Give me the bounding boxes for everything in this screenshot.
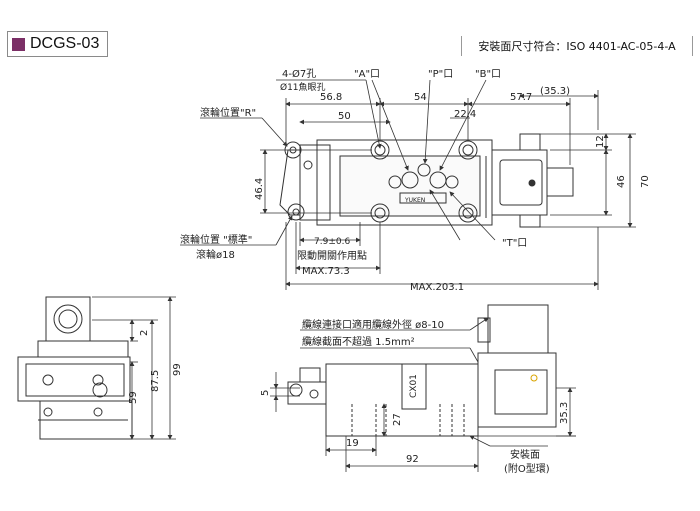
port-p-label: "P"口 [428, 69, 453, 80]
side-view [17, 296, 133, 440]
port-icon [445, 175, 459, 189]
dim-54: 54 [414, 92, 427, 103]
front-body-label: CX01 [409, 374, 419, 398]
dim-70: 70 [640, 175, 651, 188]
mount-face-label: 安裝面 [510, 448, 540, 461]
front-solenoid [477, 352, 557, 428]
roller-diameter-label: 滾輪ø18 [196, 248, 235, 261]
connector-bottom [519, 214, 541, 228]
dim-99: 99 [172, 363, 183, 376]
left-plate [299, 144, 331, 221]
iso-standard-note: 安裝面尺寸符合：ISO 4401-AC-05-4-A [461, 36, 693, 56]
model-swatch-icon [12, 37, 25, 51]
hole-note: 4-Ø7孔 [282, 68, 316, 80]
dim-56-8: 56.8 [320, 92, 342, 103]
max-203-1: MAX.203.1 [410, 282, 464, 293]
cable-note-2: 纜線截面不超過 1.5mm² [302, 335, 415, 348]
dim-59: 59 [128, 391, 139, 404]
cable-note-1: 纜線連接口適用纜線外徑 ø8-10 [302, 318, 444, 331]
port-b-label: "B"口 [475, 69, 501, 80]
side-connector [45, 296, 91, 342]
roller-standard-label: 滾輪位置 "標準" [180, 233, 252, 246]
dim-2: 2 [139, 330, 150, 336]
dim-92: 92 [406, 454, 419, 465]
dim-7-9: 7.9±0.6 [314, 237, 350, 247]
front-view-dimensions [270, 317, 576, 472]
dim-57-7: 57.7 [510, 92, 532, 103]
dim-5: 5 [260, 390, 271, 396]
solenoid-center-dot [528, 179, 536, 187]
front-connector [487, 304, 549, 354]
model-number: DCGS-03 [30, 35, 100, 52]
roller-r-label: 滾輪位置"R" [200, 106, 256, 119]
port-icon [417, 163, 431, 177]
counterbore-note: Ø11魚眼孔 [280, 81, 326, 93]
top-view-dimensions [180, 79, 636, 290]
port-icon [388, 175, 402, 189]
port-icon [401, 171, 419, 189]
port-t-label: "T"口 [502, 238, 527, 249]
nameplate-text: YUKEN [404, 197, 425, 204]
front-roller-bracket [287, 381, 327, 405]
top-view [279, 133, 574, 228]
front-label-plate [494, 369, 548, 415]
port-a-label: "A"口 [354, 69, 380, 80]
dim-46-4: 46.4 [254, 178, 265, 200]
dim-12: 12 [595, 135, 606, 148]
mount-hole-icon [458, 203, 478, 223]
model-tag: DCGS-03 [7, 31, 109, 57]
connector-top [519, 133, 541, 151]
nameplate [399, 192, 447, 204]
dim-46: 46 [616, 175, 627, 188]
dim-27: 27 [392, 413, 403, 426]
dim-87-5: 87.5 [150, 370, 161, 392]
roller-standard-icon [287, 203, 305, 221]
oring-note: (附O型環) [504, 462, 550, 475]
limit-switch-note: 限動開關作用點 [297, 249, 367, 262]
roller-arm [279, 149, 300, 216]
solenoid-cap [546, 167, 574, 197]
mount-hole-icon [458, 140, 478, 160]
dim-19: 19 [346, 438, 359, 449]
dim-35-3: (35.3) [540, 86, 570, 97]
max-73-3: MAX.73.3 [302, 266, 350, 277]
dim-22-4: 22.4 [454, 109, 476, 120]
dim-35-3-front: 35.3 [559, 402, 570, 424]
front-center-block [401, 363, 427, 410]
dim-50: 50 [338, 111, 351, 122]
valve-center-block [339, 155, 481, 217]
side-view-dimensions [92, 296, 176, 440]
